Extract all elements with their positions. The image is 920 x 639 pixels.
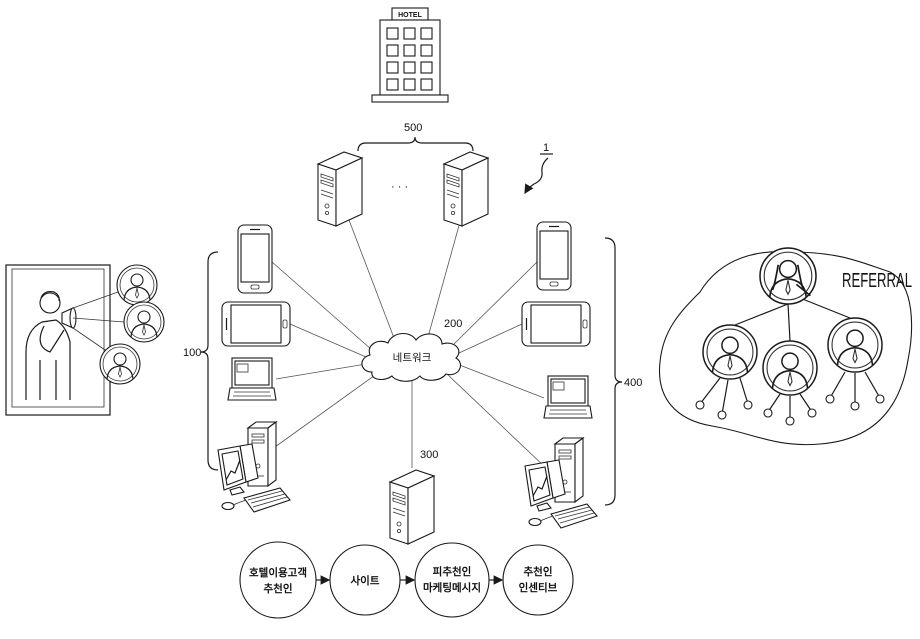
flow-step-marketing-message: 피추천인 마케팅메시지: [414, 542, 490, 618]
referral-tree-illustration: REFERRAL: [658, 247, 913, 446]
flow-step-line: 사이트: [351, 574, 380, 587]
person-icon: [25, 291, 71, 400]
audience-avatar-3: [99, 343, 141, 385]
megaphone-icon: [61, 291, 125, 353]
referee-avatar-2: [762, 340, 818, 396]
referral-flow: 호텔이용고객 추천인 사이트 피추천인 마케팅메시지 추천인 인센티브: [239, 541, 574, 619]
flow-step-line: 인센티브: [519, 581, 558, 594]
user-tablet-icon: [221, 301, 291, 347]
flow-step-line: 추천인: [264, 582, 293, 595]
referral-edges: [699, 295, 881, 420]
user-smartphone-icon: [237, 224, 273, 294]
network-link: [458, 323, 523, 354]
server-group-label: 500: [404, 122, 422, 134]
flow-step-site: 사이트: [329, 544, 401, 616]
hotel-server-2-icon: [443, 151, 489, 227]
hotel-sign: HOTEL: [398, 12, 422, 19]
flow-step-line: 피추천인: [433, 565, 472, 578]
flow-step-recommender: 호텔이용고객 추천인: [239, 541, 317, 619]
network-cloud-icon: 네트워크: [361, 333, 461, 382]
server-ellipsis: · · ·: [391, 181, 408, 193]
network-link: [267, 372, 379, 453]
hotel-windows: [386, 27, 433, 91]
recommender-desktop-icon: [524, 437, 598, 529]
user-desktop-icon: [217, 421, 291, 513]
recommender-group-brace: [604, 237, 623, 506]
network-link: [289, 323, 367, 358]
network-link: [451, 261, 538, 347]
network-link: [348, 219, 395, 339]
network-ref-label: 200: [444, 318, 462, 330]
recommender-tablet-icon: [521, 301, 591, 347]
recommender-smartphone-icon: [536, 221, 572, 291]
referee-avatar-3: [827, 317, 883, 373]
recommender-group-label: 400: [624, 377, 642, 389]
network-label: 네트워크: [393, 351, 432, 364]
network-link: [456, 363, 545, 399]
flow-step-line: 추천인: [524, 565, 553, 578]
user-group-brace: [200, 251, 219, 471]
user-group-label: 100: [183, 347, 201, 359]
referral-title: REFERRAL: [842, 270, 912, 292]
system-reference: 1: [524, 142, 553, 195]
referrer-avatar: [759, 247, 817, 305]
network-link: [271, 261, 373, 351]
hotel-building-icon: HOTEL: [371, 7, 449, 103]
hotel-server-1-icon: [317, 151, 363, 227]
referral-server-label: 300: [420, 449, 438, 461]
network-links: [267, 219, 547, 469]
megaphone-promoter-illustration: [5, 264, 165, 416]
referral-server-icon: [389, 469, 435, 545]
flow-step-line: 마케팅메시지: [423, 581, 481, 594]
referee-avatar-1: [702, 324, 758, 380]
network-link: [275, 363, 367, 380]
network-link: [446, 373, 547, 469]
referral-leaf-nodes: [695, 394, 885, 426]
flow-step-incentive: 추천인 인센티브: [502, 544, 574, 616]
network-link: [427, 221, 461, 338]
audience-avatar-2: [123, 301, 165, 343]
flow-step-line: 호텔이용고객: [249, 566, 307, 579]
server-group-brace: [357, 136, 474, 152]
system-label: 1: [543, 142, 549, 154]
user-laptop-icon: [227, 357, 277, 401]
recommender-laptop-icon: [543, 375, 593, 419]
audience-avatar-1: [116, 264, 158, 306]
